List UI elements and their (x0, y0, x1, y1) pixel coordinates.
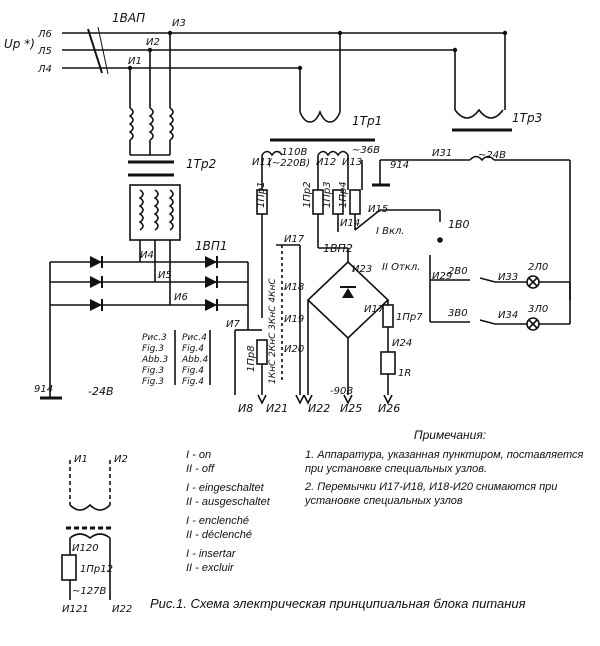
legend-group-es: I - insertar II - excluir (186, 547, 306, 575)
switch-b0-label: 1В0 (448, 218, 470, 231)
node-n34: И34 (498, 310, 518, 321)
node-n7: И7 (226, 319, 240, 330)
ref-right-1: Fig.4 (182, 344, 204, 354)
node-n31: И31 (432, 148, 452, 159)
line-l4: Л4 (37, 64, 52, 75)
voltage-36: ~36В (352, 145, 380, 156)
node-n12: И12 (316, 157, 336, 168)
ref-right-2: Abb.4 (181, 355, 208, 365)
node-n5: И5 (158, 270, 172, 281)
fuse-pr7-label: 1Пр7 (396, 312, 423, 323)
ref-right-3: Fig.4 (182, 366, 204, 376)
notes-title: Примечания: (413, 428, 487, 442)
line-l5: Л5 (37, 46, 52, 57)
legend-group-de: I - eingeschaltet II - ausgeschaltet (186, 481, 306, 509)
ref-left-4: Fig.3 (142, 377, 164, 387)
note-item: 1. Аппаратура, указанная пунктиром, пост… (305, 449, 584, 475)
legend-item: II - excluir (186, 562, 234, 574)
legend-item: II - off (186, 463, 215, 475)
node-n33: И33 (498, 272, 518, 283)
resistor-label: 1R (398, 368, 411, 379)
node-n22: И22 (308, 402, 330, 415)
line-l6: Л6 (37, 29, 52, 40)
node-n20: И20 (284, 344, 304, 355)
node-n2: И2 (146, 37, 160, 48)
ref-right-4: Fig.4 (182, 377, 204, 387)
node-n17: И17 (284, 234, 305, 245)
node-n18: И18 (284, 282, 304, 293)
node-n23: И23 (352, 264, 372, 275)
legend-group-fr: I - enclenché II - déclenché (186, 514, 306, 542)
fuse-pr4-label: 1Пр4 (338, 181, 349, 208)
knots-label: 1КнС 2КнС 3КнС 4КнС (268, 278, 278, 384)
ref-left-0: Рис.3 (142, 333, 167, 343)
node-n29: И29 (432, 271, 452, 282)
fuse-pr3-label: 1Пр3 (322, 181, 333, 208)
tr2-label: 1Тр2 (186, 157, 216, 171)
switch-2b0-label: 2В0 (448, 266, 468, 277)
legend-item: I - on (186, 449, 212, 461)
bridge1-label: 1ВП1 (195, 239, 228, 253)
voltage-minus90: -90В (330, 386, 353, 397)
node-n8: И8 (238, 402, 253, 415)
legend-item: II - déclenché (186, 529, 253, 541)
legend-item: I - insertar (186, 548, 236, 560)
node-n14: И14 (340, 218, 360, 229)
voltage-110: ~110В (273, 147, 307, 158)
legend-item: I - eingeschaltet (186, 482, 264, 494)
inset-n120: И120 (72, 543, 99, 554)
node-n15: И15 (368, 204, 388, 215)
node-n26: И26 (378, 402, 400, 415)
inset-n22: И22 (112, 604, 132, 615)
voltage-220: (~220В) (268, 158, 310, 169)
legend-item: I - enclenché (186, 515, 249, 527)
fuse-pr1-label: 1Пр1 (256, 181, 267, 208)
figure-caption: Рис.1. Схема электрическая принципиальна… (150, 596, 526, 611)
note-item: 2. Перемычки И17-И18, И18-И20 снимаются … (305, 481, 558, 507)
node-n24: И24 (392, 338, 412, 349)
notes: Примечания: 1. Аппаратура, указанная пун… (305, 428, 595, 512)
node-914a: 914 (34, 384, 53, 395)
node-n4: И4 (140, 250, 154, 261)
ref-left-2: Abb.3 (141, 355, 168, 365)
node-n1: И1 (128, 56, 142, 67)
bridge2-label: 1ВП2 (323, 242, 353, 255)
inset-n121: И121 (62, 604, 89, 615)
main-switch-label: 1ВАП (112, 11, 145, 25)
legend: I - on II - off I - eingeschaltet II - a… (186, 448, 306, 580)
node-n25: И25 (340, 402, 362, 415)
ref-left-1: Fig.3 (142, 344, 164, 354)
switch-on-label: I Вкл. (376, 226, 405, 237)
node-n21: И21 (266, 402, 288, 415)
lamp-3-label: 3Л0 (528, 304, 548, 315)
voltage-24: ~24В (478, 150, 506, 161)
switch-3b0-label: 3В0 (448, 308, 468, 319)
inset-n1: И1 (74, 454, 88, 465)
node-n19: И19 (284, 314, 304, 325)
inset-voltage: ~127В (72, 586, 106, 597)
fuse-pr8-label: 1Пр8 (246, 345, 257, 372)
node-n6: И6 (174, 292, 188, 303)
tr3-label: 1Тр3 (512, 111, 542, 125)
supply-label: Uр *) (4, 37, 35, 51)
fuse-pr2-label: 1Пр2 (302, 181, 313, 208)
tr1-label: 1Тр1 (352, 114, 382, 128)
node-n17b: И17 (364, 304, 385, 315)
switch-off-label: II Откл. (382, 262, 420, 273)
node-n13: И13 (342, 157, 362, 168)
ref-right-0: Рис.4 (182, 333, 207, 343)
legend-item: II - ausgeschaltet (186, 496, 270, 508)
legend-group-en: I - on II - off (186, 448, 306, 476)
inset-fuse: 1Пр12 (80, 564, 113, 575)
node-914b: 914 (390, 160, 409, 171)
inset-n2: И2 (114, 454, 128, 465)
ref-left-3: Fig.3 (142, 366, 164, 376)
voltage-minus24: -24В (88, 385, 114, 398)
lamp-2-label: 2Л0 (528, 262, 548, 273)
node-n11: И11 (252, 157, 272, 168)
node-n3: И3 (172, 18, 186, 29)
